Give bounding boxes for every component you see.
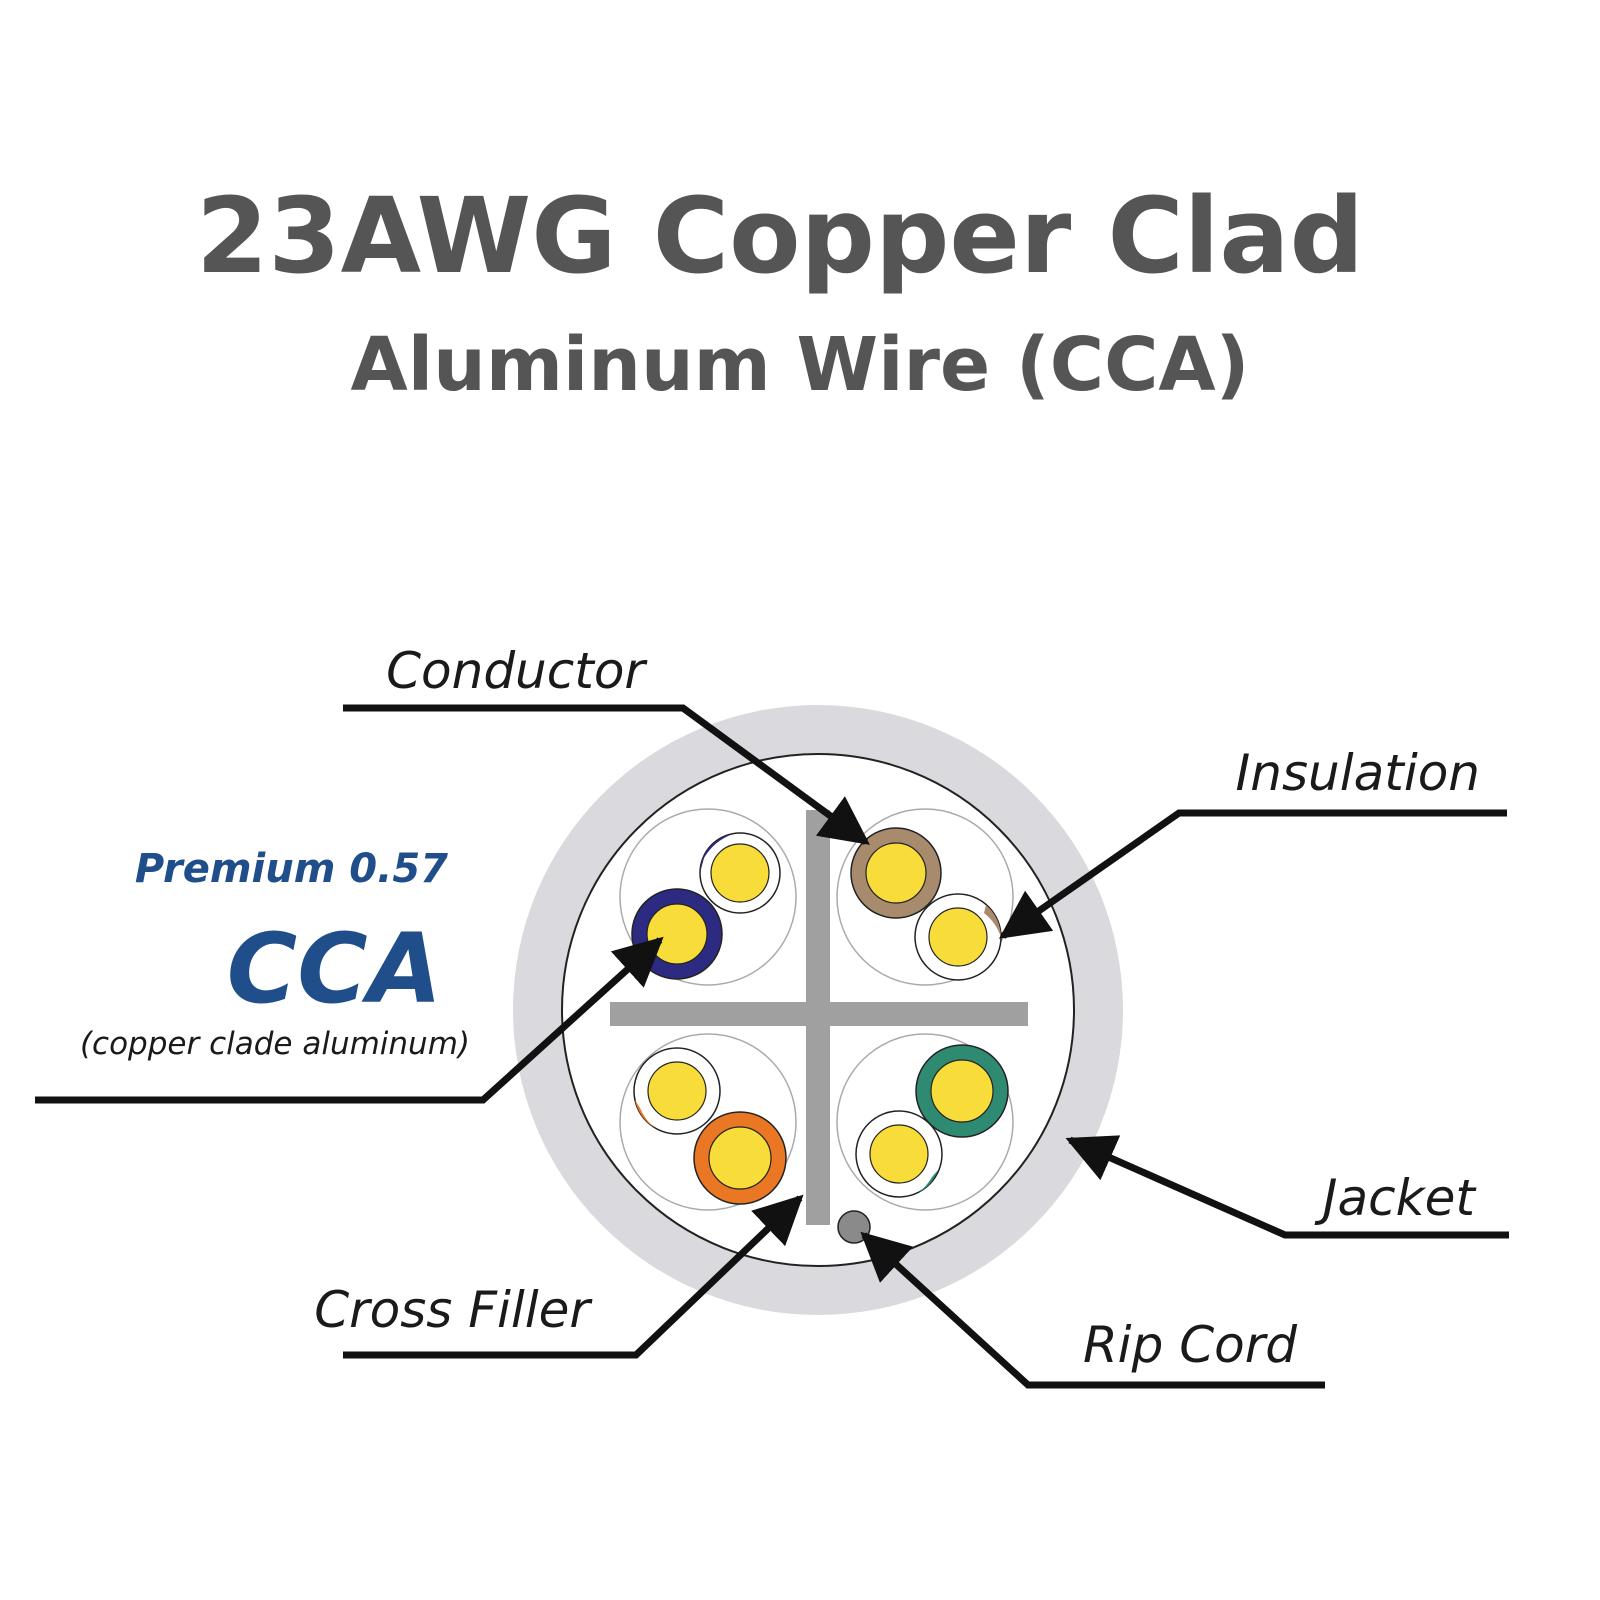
- wire-green-solid: [915, 1044, 1009, 1138]
- wire-orange-solid: [693, 1111, 787, 1205]
- label-rip-cord: Rip Cord: [1083, 1316, 1297, 1374]
- label-cross-filler: Cross Filler: [314, 1281, 593, 1339]
- wire-green-white: [855, 1110, 943, 1198]
- cca-label: CCA: [227, 913, 442, 1025]
- leader-lines: [35, 704, 1509, 1389]
- title-line-1: 23AWG Copper Clad: [196, 175, 1364, 297]
- label-conductor: Conductor: [386, 642, 648, 700]
- wire-orange-white: [633, 1047, 721, 1135]
- label-jacket: Jacket: [1314, 1169, 1478, 1227]
- wire-brown-white: [914, 893, 1002, 981]
- title-line-2: Aluminum Wire (CCA): [351, 322, 1250, 408]
- pair-outline-orange: [619, 1033, 797, 1211]
- rip-cord-leader: [860, 1231, 1325, 1389]
- pair-outline-green: [836, 1033, 1014, 1211]
- jacket-leader: [1065, 1135, 1509, 1239]
- cross-filler-horizontal: [610, 1002, 1028, 1026]
- wire-brown-solid: [850, 827, 942, 919]
- cross-filler-leader: [343, 1194, 804, 1359]
- wire-blue-white: [699, 832, 781, 914]
- label-insulation: Insulation: [1236, 744, 1480, 802]
- premium-label: Premium 0.57: [135, 846, 448, 892]
- wire-blue-solid: [631, 888, 723, 980]
- cca-subtitle: (copper clade aluminum): [80, 1026, 470, 1062]
- insulation-leader: [998, 809, 1507, 939]
- pair-outline-blue: [619, 808, 797, 986]
- conductor-leader: [343, 704, 870, 845]
- cca-leader: [35, 936, 664, 1104]
- cable-cross-section: [513, 705, 1123, 1315]
